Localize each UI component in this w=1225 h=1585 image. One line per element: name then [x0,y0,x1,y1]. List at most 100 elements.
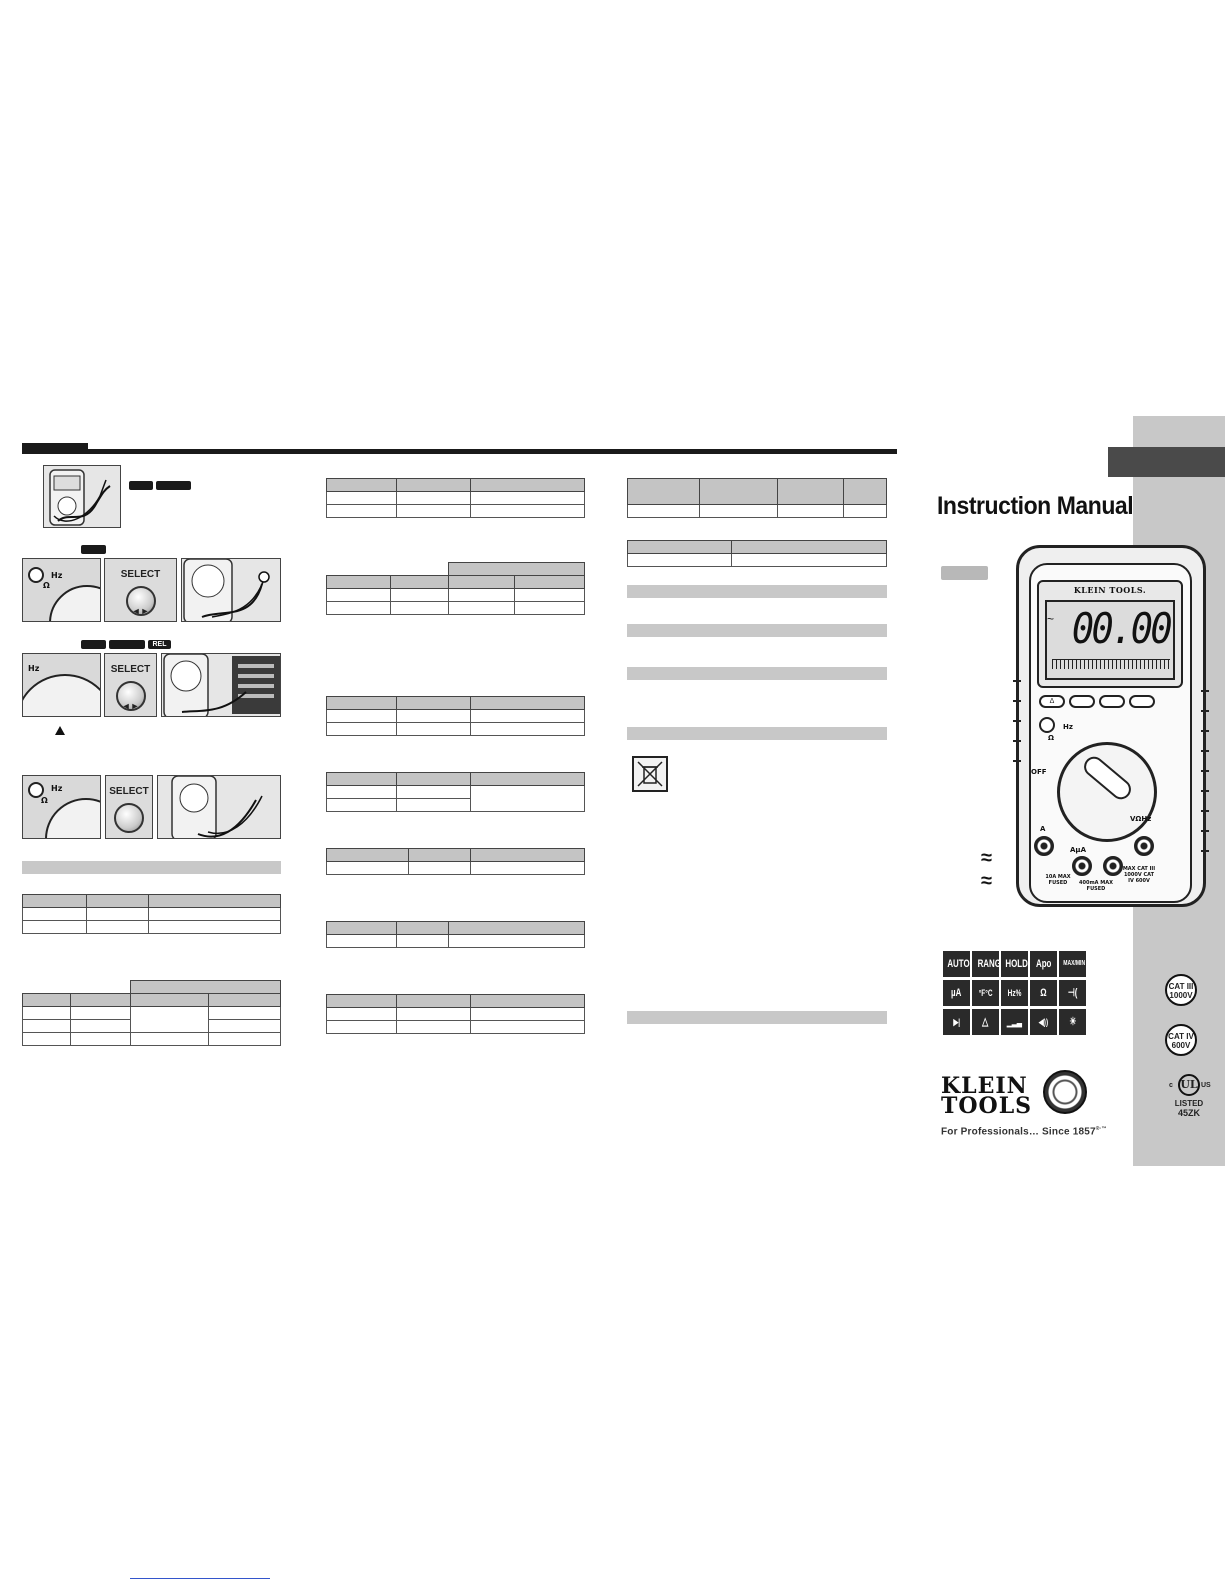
jack-label-a: A [1040,825,1046,833]
dial-hz-label: Hz [28,664,40,673]
meter-rotary-dial-icon [1057,742,1157,842]
bar-graph-scale [1052,659,1170,669]
meter-hold-knob-icon [1039,717,1055,733]
ul-code: 45ZK [1177,1108,1200,1118]
microamp-icon: µA [943,980,970,1006]
meter-dial-hz: Hz [1063,723,1073,731]
spec-table-9 [326,994,585,1034]
section-bar [627,624,887,637]
jack-label-ua: AµA [1070,846,1086,854]
step2-badge [81,545,106,554]
backlight-icon: ☀ [1059,1009,1086,1035]
meter-button-2 [1069,695,1095,708]
select-button-label: SELECT [109,786,149,797]
spec-table-3 [326,478,585,518]
step4-dial-illustration: Hz Ω [22,775,101,839]
model-badge [941,566,988,580]
spec-table-11 [627,540,887,567]
continuity-beeper-icon: ◀)) [1030,1009,1057,1035]
spec-table-7 [326,848,585,875]
meter-button-4 [1129,695,1155,708]
ul-us: US [1201,1082,1211,1089]
step2-select-illustration: SELECT ◄► [104,558,177,622]
auto-range-icon: AUTO [943,951,970,977]
jack-vohm-icon [1134,836,1154,856]
ul-c: c [1169,1082,1173,1089]
step3-dial-illustration: Hz [22,653,101,717]
jack-note-cat: MAX CAT III 1000V CAT IV 600V [1122,866,1156,884]
klein-lineman-seal-icon [1043,1070,1087,1114]
ul-listed: LISTED [1174,1099,1204,1108]
range-icon: RANGE [972,951,999,977]
spec-table-8 [326,921,585,948]
section-bar [627,727,887,740]
hold-icon: HOLD [1001,951,1028,977]
cover-title: Instruction Manual [937,492,1134,520]
logo-klein: KLEIN [941,1073,1028,1099]
meter-button-3 [1099,695,1125,708]
header-tab [22,443,88,454]
select-button-icon [125,586,156,616]
select-button-icon [115,681,146,711]
section-bar [22,861,281,874]
step3-select-illustration: SELECT ◄► [104,653,157,717]
select-arrows-icon: ◄► [121,701,140,711]
step2-dial-illustration: Hz Ω [22,558,101,622]
select-button-icon [114,803,144,833]
step3-probe-illustration [161,653,281,717]
resistance-icon: Ω [1030,980,1057,1006]
ul-listed-mark: c UL US LISTED 45ZK [1159,1074,1219,1118]
jack-note-400ma: 400mA MAX FUSED [1079,880,1113,892]
ac-symbol-icon: ≈ [981,870,992,892]
spec-table-2 [22,980,281,1046]
meter-brand: KLEIN TOOLS. [1073,585,1147,595]
select-button-label: SELECT [120,569,161,580]
capacitance-icon: ⊣( [1059,980,1086,1006]
logo-tagline: For Professionals… Since 1857®·™ [941,1126,1107,1138]
jack-10a-icon [1034,836,1054,856]
step3-badge-a [81,640,106,649]
warning-icon [55,726,65,735]
auto-power-off-icon: Apo [1030,951,1057,977]
rotary-dial-icon [45,798,100,838]
hold-knob-icon [28,567,44,583]
section-bar [627,585,887,598]
step1-badge-a [129,481,153,490]
hold-knob-icon [28,782,44,798]
footer-link-underline [130,1578,270,1579]
spec-table-1 [22,894,281,934]
step4-probe-illustration [157,775,281,839]
ac-mode-indicator: ~ [1047,612,1055,626]
section-bar [627,1011,887,1024]
weee-crossed-bin-icon [632,756,668,792]
spec-table-6 [326,772,585,812]
dial-hz-label: Hz [51,571,63,580]
rotary-dial-icon [23,674,100,716]
bar-graph-icon: ▁▂▃ [1001,1009,1028,1035]
max-min-icon: MAX/MIN [1059,951,1086,977]
meter-dial-ohm: Ω [1048,734,1054,742]
step2-probe-illustration [181,558,281,622]
jack-ua-icon [1072,856,1092,876]
ac-symbol-icon: ≈ [981,847,992,869]
relative-delta-icon: △ [972,1009,999,1035]
cover-tab [1108,447,1225,477]
step1-badge-b [156,481,191,490]
frequency-duty-icon: Hz% [1001,980,1028,1006]
dial-ohm-label: Ω [43,581,50,590]
jack-label-vohm: VΩHz [1130,815,1152,823]
select-button-label: SELECT [110,664,151,675]
section-bar [627,667,887,680]
cat-iv-badge: CAT IV 600V [1165,1024,1197,1056]
step3-badge-rel: REL [148,640,171,649]
cat-iii-badge: CAT III 1000V [1165,974,1197,1006]
select-arrows-icon: ◄► [131,606,150,616]
step4-select-illustration: SELECT [105,775,153,839]
spec-table-5 [326,696,585,736]
dial-ohm-label: Ω [41,796,48,805]
jack-com-icon [1103,856,1123,876]
lcd-reading: 00.00 [1071,604,1173,653]
rotary-dial-icon [49,585,100,621]
temperature-icon: °F°C [972,980,999,1006]
spec-table-10 [627,478,887,518]
